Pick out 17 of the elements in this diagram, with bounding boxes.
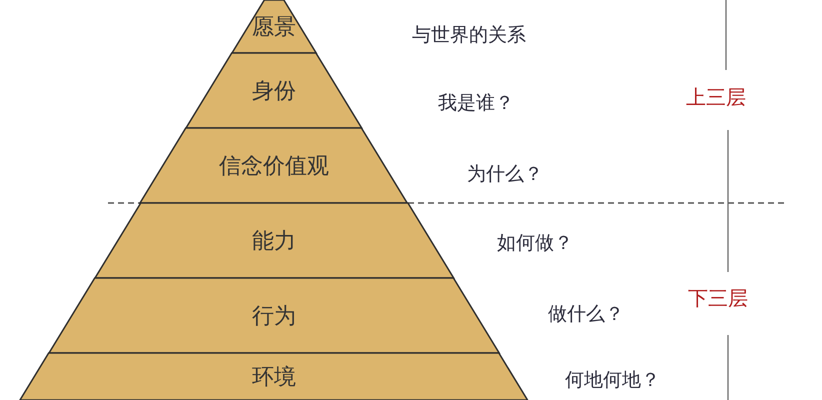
layer-label: 信念价值观: [218, 152, 329, 180]
layer-label: 身份: [252, 77, 296, 105]
pyramid-layer: [20, 353, 528, 400]
layer-question: 如何做？: [497, 232, 573, 256]
layer-question: 何地何地？: [565, 369, 660, 393]
layer-label: 行为: [252, 302, 296, 330]
pyramid-layer: [94, 203, 454, 278]
pyramid-layer: [48, 278, 500, 353]
layer-question: 为什么？: [467, 163, 543, 187]
layer-question: 与世界的关系: [412, 24, 526, 48]
layer-label: 环境: [252, 363, 296, 391]
layer-label: 能力: [252, 227, 296, 255]
pyramid-layer: [232, 0, 316, 53]
layer-question: 做什么？: [548, 303, 624, 327]
layer-label: 愿景: [252, 13, 296, 41]
pyramid-layer: [140, 128, 408, 203]
layer-question: 我是谁？: [438, 92, 514, 116]
